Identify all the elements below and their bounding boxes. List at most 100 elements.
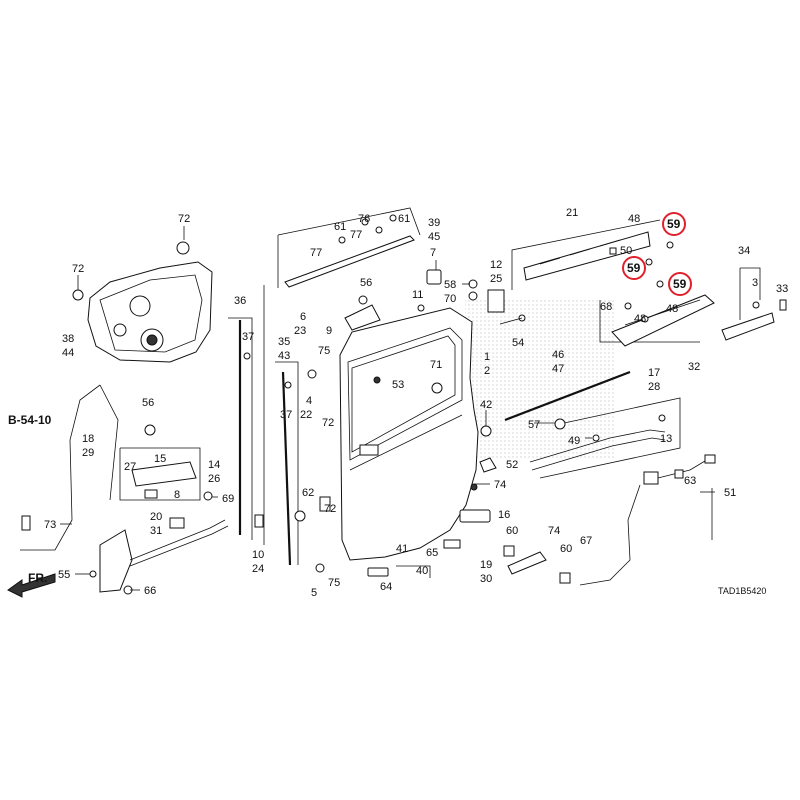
- callout-74[interactable]: 74: [548, 525, 560, 537]
- callout-75[interactable]: 75: [328, 577, 340, 589]
- callout-41[interactable]: 41: [396, 543, 408, 555]
- callout-50[interactable]: 50: [620, 245, 632, 257]
- callout-48[interactable]: 48: [666, 303, 678, 315]
- callout-68[interactable]: 68: [600, 301, 612, 313]
- callout-53[interactable]: 53: [392, 379, 404, 391]
- callout-20[interactable]: 20: [150, 511, 162, 523]
- callout-25[interactable]: 25: [490, 273, 502, 285]
- callout-72[interactable]: 72: [72, 263, 84, 275]
- callout-9[interactable]: 9: [326, 325, 332, 337]
- callout-10[interactable]: 10: [252, 549, 264, 561]
- callout-21[interactable]: 21: [566, 207, 578, 219]
- callout-12[interactable]: 12: [490, 259, 502, 271]
- callout-1[interactable]: 1: [484, 351, 490, 363]
- callout-31[interactable]: 31: [150, 525, 162, 537]
- callout-59-circled[interactable]: 59: [622, 256, 646, 280]
- callout-66[interactable]: 66: [144, 585, 156, 597]
- callout-67[interactable]: 67: [580, 535, 592, 547]
- callout-36[interactable]: 36: [234, 295, 246, 307]
- callout-71[interactable]: 71: [430, 359, 442, 371]
- callout-18[interactable]: 18: [82, 433, 94, 445]
- callout-6[interactable]: 6: [300, 311, 306, 323]
- callout-8[interactable]: 8: [174, 489, 180, 501]
- callout-54[interactable]: 54: [512, 337, 524, 349]
- callout-37[interactable]: 37: [242, 331, 254, 343]
- section-reference-label[interactable]: B-54-10: [8, 413, 52, 427]
- callout-37[interactable]: 37: [280, 409, 292, 421]
- callout-55[interactable]: 55: [58, 569, 70, 581]
- side-molding-group[interactable]: [599, 267, 787, 347]
- callout-48[interactable]: 48: [628, 213, 640, 225]
- callout-14[interactable]: 14: [208, 459, 220, 471]
- callout-56[interactable]: 56: [142, 397, 154, 409]
- callout-23[interactable]: 23: [294, 325, 306, 337]
- callout-11[interactable]: 11: [412, 289, 423, 301]
- callout-3[interactable]: 3: [752, 277, 758, 289]
- callout-59-circled[interactable]: 59: [662, 212, 686, 236]
- callout-63[interactable]: 63: [684, 475, 696, 487]
- callout-65[interactable]: 65: [426, 547, 438, 559]
- rear-inner-panel[interactable]: [72, 241, 213, 363]
- callout-59-circled[interactable]: 59: [668, 272, 692, 296]
- callout-26[interactable]: 26: [208, 473, 220, 485]
- wire-harness[interactable]: [579, 454, 716, 586]
- callout-5[interactable]: 5: [311, 587, 317, 599]
- callout-34[interactable]: 34: [738, 245, 750, 257]
- door-handles[interactable]: [367, 509, 571, 584]
- cable-assembly[interactable]: [20, 384, 119, 551]
- callout-46[interactable]: 46: [552, 349, 564, 361]
- callout-16[interactable]: 16: [498, 509, 510, 521]
- callout-45[interactable]: 45: [428, 231, 440, 243]
- callout-70[interactable]: 70: [444, 293, 456, 305]
- callout-69[interactable]: 69: [222, 493, 234, 505]
- callout-74[interactable]: 74: [494, 479, 506, 491]
- callout-52[interactable]: 52: [506, 459, 518, 471]
- callout-28[interactable]: 28: [648, 381, 660, 393]
- sliding-door-panel[interactable]: [339, 307, 479, 561]
- callout-58[interactable]: 58: [444, 279, 456, 291]
- callout-62[interactable]: 62: [302, 487, 314, 499]
- callout-29[interactable]: 29: [82, 447, 94, 459]
- callout-43[interactable]: 43: [278, 350, 290, 362]
- upper-molding-assembly[interactable]: [277, 207, 421, 288]
- callout-48[interactable]: 48: [634, 313, 646, 325]
- callout-40[interactable]: 40: [416, 565, 428, 577]
- garnish-upper[interactable]: [511, 219, 674, 290]
- callout-2[interactable]: 2: [484, 365, 490, 377]
- callout-27[interactable]: 27: [124, 461, 136, 473]
- callout-13[interactable]: 13: [660, 433, 672, 445]
- callout-60[interactable]: 60: [506, 525, 518, 537]
- callout-39[interactable]: 39: [428, 217, 440, 229]
- callout-72[interactable]: 72: [178, 213, 190, 225]
- callout-64[interactable]: 64: [380, 581, 392, 593]
- door-lock-assembly[interactable]: [89, 517, 229, 595]
- callout-76[interactable]: 76: [358, 213, 370, 225]
- callout-73[interactable]: 73: [44, 519, 56, 531]
- callout-60[interactable]: 60: [560, 543, 572, 555]
- callout-30[interactable]: 30: [480, 573, 492, 585]
- callout-56[interactable]: 56: [360, 277, 372, 289]
- callout-35[interactable]: 35: [278, 336, 290, 348]
- callout-72[interactable]: 72: [324, 503, 336, 515]
- callout-72[interactable]: 72: [322, 417, 334, 429]
- weatherstrips[interactable]: [504, 370, 681, 479]
- callout-42[interactable]: 42: [480, 399, 492, 411]
- callout-17[interactable]: 17: [648, 367, 660, 379]
- callout-7[interactable]: 7: [430, 247, 436, 259]
- callout-24[interactable]: 24: [252, 563, 264, 575]
- callout-49[interactable]: 49: [568, 435, 580, 447]
- callout-44[interactable]: 44: [62, 347, 74, 359]
- callout-32[interactable]: 32: [688, 361, 700, 373]
- callout-4[interactable]: 4: [306, 395, 312, 407]
- callout-19[interactable]: 19: [480, 559, 492, 571]
- callout-51[interactable]: 51: [724, 487, 736, 499]
- outer-handle-assembly[interactable]: [119, 424, 213, 501]
- callout-75[interactable]: 75: [318, 345, 330, 357]
- callout-57[interactable]: 57: [528, 419, 540, 431]
- callout-77[interactable]: 77: [350, 229, 362, 241]
- callout-22[interactable]: 22: [300, 409, 312, 421]
- callout-33[interactable]: 33: [776, 283, 788, 295]
- callout-77[interactable]: 77: [310, 247, 322, 259]
- callout-15[interactable]: 15: [154, 453, 166, 465]
- callout-47[interactable]: 47: [552, 363, 564, 375]
